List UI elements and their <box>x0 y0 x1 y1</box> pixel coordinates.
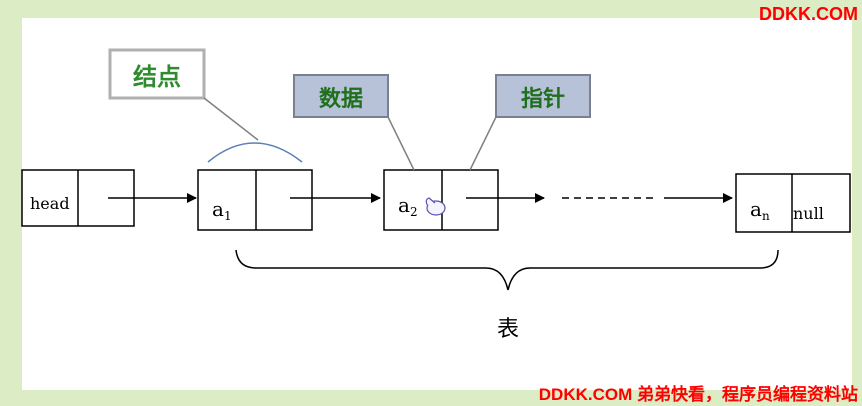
watermark-bottom: DDKK.COM 弟弟快看，程序员编程资料站 <box>539 384 858 402</box>
callout-node: 结点 <box>108 48 206 100</box>
list-brace <box>235 249 779 291</box>
an-label: an <box>750 197 770 223</box>
a2-label: a2 <box>398 193 418 219</box>
callout-pointer: 指针 <box>495 74 591 118</box>
table-label: 表 <box>497 317 519 342</box>
head-label: head <box>30 194 70 213</box>
hand-cursor-icon <box>425 197 446 216</box>
callout-data-leader <box>387 116 415 171</box>
watermark-top: DDKK.COM <box>759 4 858 24</box>
callout-node-text: 结点 <box>133 62 181 91</box>
node-an: an null <box>735 173 851 233</box>
callout-data: 数据 <box>293 74 389 118</box>
node-a2: a2 <box>383 169 499 231</box>
a1-label: a1 <box>212 197 232 223</box>
callout-pointer-text: 指针 <box>521 86 565 112</box>
callout-node-leader <box>203 97 259 141</box>
node-a1: a1 <box>197 169 313 231</box>
callout-pointer-leader <box>469 116 497 171</box>
null-label: null <box>793 204 824 223</box>
callout-data-text: 数据 <box>319 86 363 112</box>
node-arc <box>207 142 303 163</box>
